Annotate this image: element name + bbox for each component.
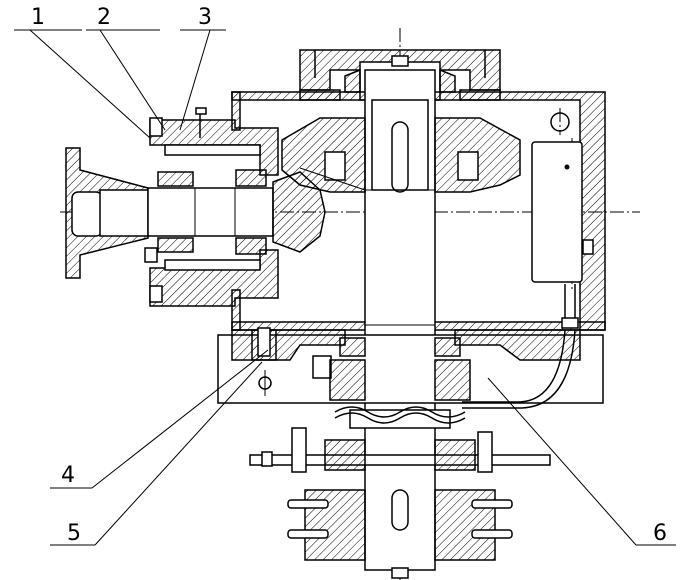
vertical-shaft	[364, 69, 436, 571]
pinion-shaft	[147, 171, 326, 253]
side-box	[531, 141, 594, 329]
callout-5: 5	[67, 521, 81, 546]
pinion-bearing-housing	[144, 107, 279, 307]
callout-labels: 1 2 3 4 5 6	[31, 5, 667, 546]
input-flange	[65, 147, 149, 279]
callout-6: 6	[653, 521, 667, 546]
shaft-break	[334, 406, 466, 424]
hose-line	[462, 329, 576, 409]
callout-1: 1	[31, 5, 45, 30]
leader-lines	[14, 29, 676, 546]
lower-coupling	[249, 427, 551, 579]
callout-4: 4	[61, 463, 75, 488]
callout-3: 3	[198, 5, 212, 30]
callout-2: 2	[97, 5, 111, 30]
